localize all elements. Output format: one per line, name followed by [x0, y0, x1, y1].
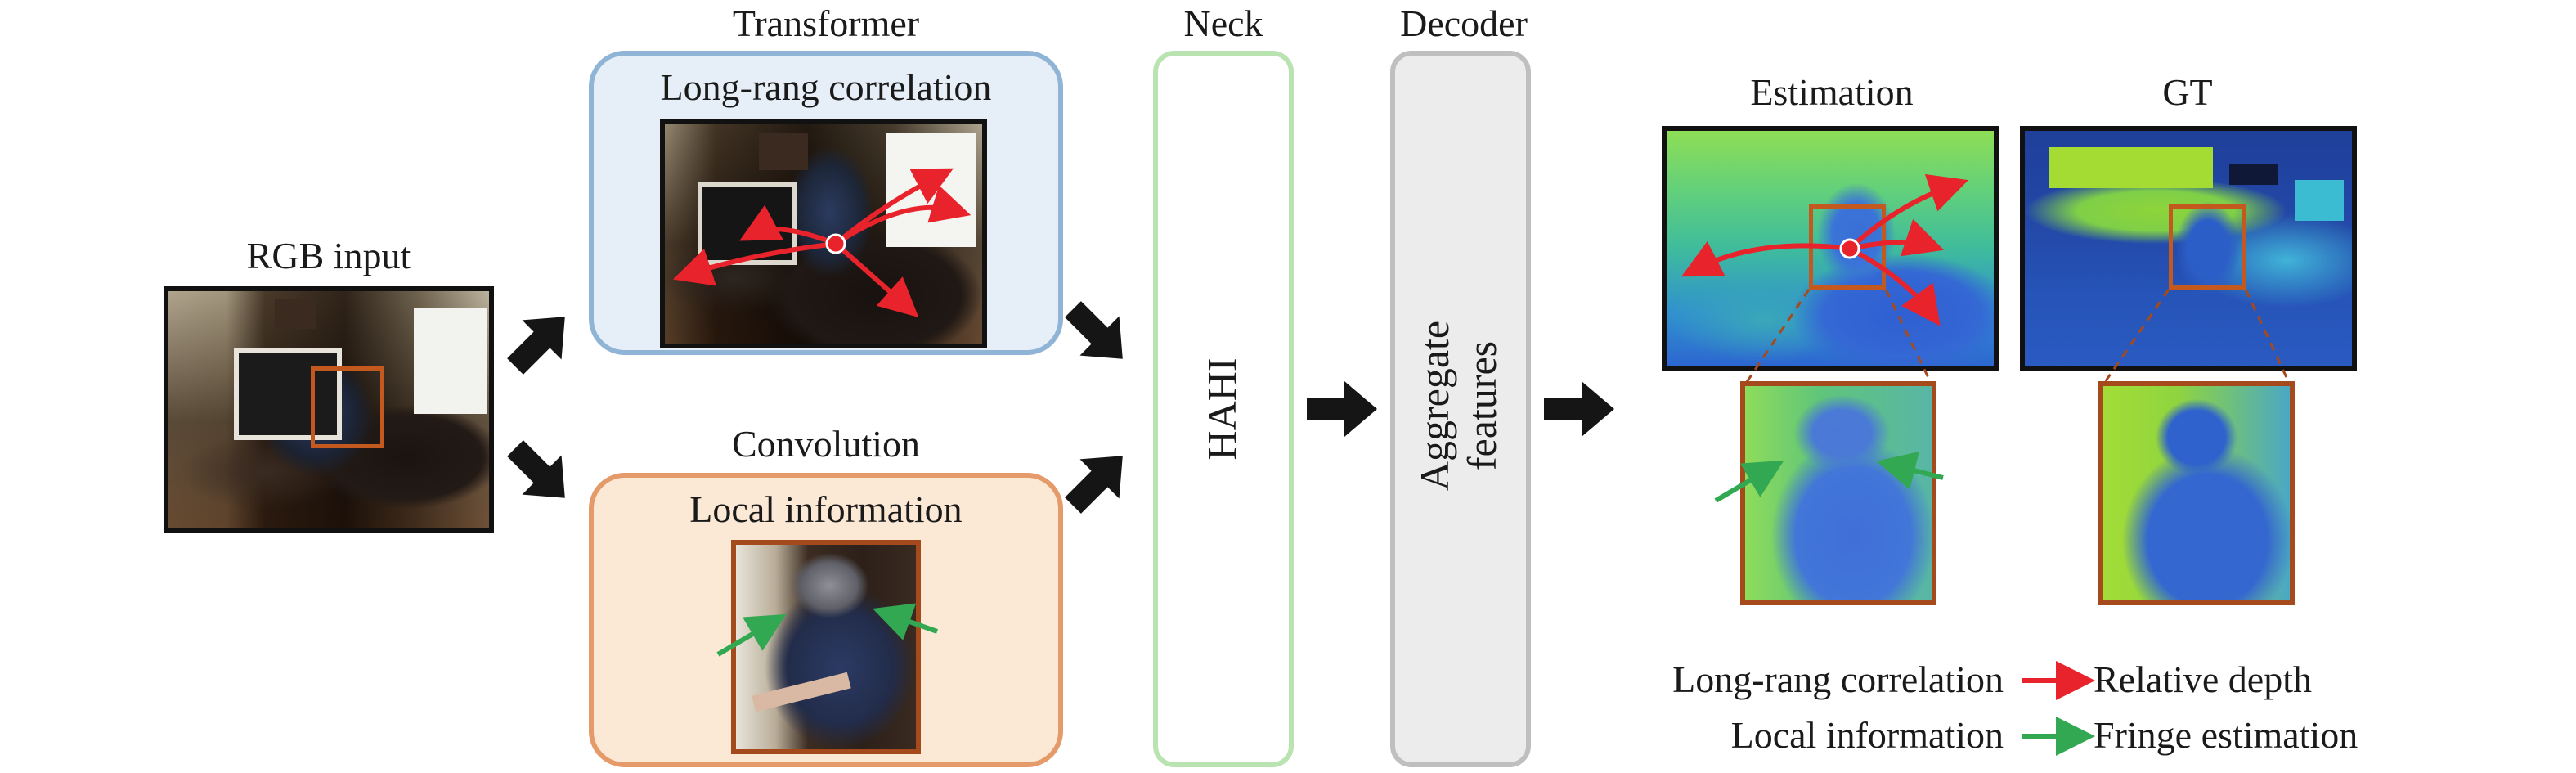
legend-left-2: Local information	[1730, 714, 2004, 756]
arrow-transformer-to-neck	[1052, 289, 1142, 379]
convolution-inner-label: Local information	[689, 488, 963, 530]
arrow-convolution-to-neck	[1052, 436, 1142, 526]
transformer-image	[660, 119, 987, 348]
neck-label: Neck	[1183, 2, 1263, 44]
decoder-block-line1: Aggregate	[1411, 320, 1457, 492]
decoder-block-line2: features	[1458, 340, 1505, 471]
neck-block	[1153, 51, 1294, 767]
transformer-inner-label: Long-rang correlation	[660, 66, 992, 108]
legend-right-2: Fringe estimation	[2094, 714, 2358, 756]
arrow-neck-to-decoder	[1307, 381, 1377, 437]
decoder-block-label: Aggregate features	[1411, 283, 1510, 528]
transformer-label: Transformer	[732, 2, 920, 44]
gt-label: GT	[2162, 71, 2213, 113]
gt-zoom-image	[2098, 381, 2295, 605]
gt-highlight-box	[2169, 204, 2246, 290]
estimation-label: Estimation	[1750, 71, 1914, 113]
arrow-rgb-to-convolution	[495, 428, 585, 518]
decoder-label: Decoder	[1400, 2, 1528, 44]
rgb-highlight-box	[311, 366, 384, 448]
convolution-label: Convolution	[731, 423, 921, 465]
convolution-image	[731, 540, 921, 754]
estimation-highlight-box	[1809, 204, 1886, 290]
estimation-zoom-image	[1740, 381, 1936, 605]
decoder-block	[1390, 51, 1531, 767]
legend-right-1: Relative depth	[2094, 658, 2312, 700]
neck-block-label: HAHI	[1199, 357, 1245, 461]
gt-depth-image	[2020, 126, 2357, 371]
rgb-input-image	[164, 286, 494, 533]
legend-left-1: Long-rang correlation	[1672, 658, 2004, 700]
rgb-input-label: RGB input	[246, 235, 411, 276]
arrow-rgb-to-transformer	[495, 297, 585, 387]
arrow-decoder-to-output	[1544, 381, 1614, 437]
